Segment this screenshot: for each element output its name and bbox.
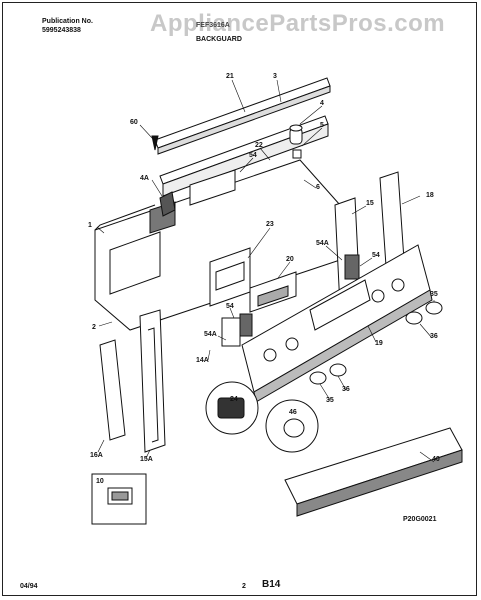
footer-page: B14: [262, 579, 281, 590]
leader-lines: [96, 79, 435, 463]
right-switch: [344, 254, 360, 280]
callout-36-right: 36: [430, 333, 438, 340]
footer-page-prefix: 2: [242, 583, 246, 590]
callout-54a-left: 54A: [204, 331, 217, 338]
callout-36-mid: 36: [342, 386, 350, 393]
end-cap-part: [159, 191, 176, 217]
left-side-bracket: [139, 309, 166, 453]
callout-5: 5: [320, 122, 324, 129]
callout-54-mid: 54: [372, 252, 380, 259]
callout-35-mid: 35: [326, 397, 334, 404]
publication-label: Publication No.: [42, 18, 93, 25]
rear-panel: [94, 159, 341, 331]
knobs: [309, 301, 443, 385]
knob-detail-circle: [265, 399, 319, 453]
callout-4: 4: [320, 100, 324, 107]
page-border: [2, 2, 477, 596]
left-switch: [221, 313, 253, 347]
callout-18: 18: [426, 192, 434, 199]
callout-6: 6: [316, 184, 320, 191]
bottom-trim-strip: [284, 427, 463, 517]
callout-46: 46: [289, 409, 297, 416]
callout-10: 10: [96, 478, 104, 485]
callout-54-left: 54: [226, 303, 234, 310]
callout-23: 23: [266, 221, 274, 228]
callout-24: 24: [230, 396, 238, 403]
screw-part: [151, 135, 159, 151]
callout-1: 1: [88, 222, 92, 229]
publication-number: 5995243838: [42, 27, 81, 34]
callout-15a: 15A: [140, 456, 153, 463]
callout-14a: 14A: [196, 357, 209, 364]
top-trim-strip: [154, 77, 331, 155]
model-number: FEF3616A: [196, 22, 230, 29]
callout-3: 3: [273, 73, 277, 80]
control-board: [249, 271, 297, 313]
callout-21: 21: [226, 73, 234, 80]
callout-35-right: 35: [430, 291, 438, 298]
diagram-code: P20G0021: [403, 516, 437, 523]
right-side-bracket: [379, 171, 405, 267]
left-trim-piece: [99, 339, 126, 441]
callout-20: 20: [286, 256, 294, 263]
callout-54-top: 54: [249, 152, 257, 159]
clip-parts: [289, 124, 303, 159]
watermark: AppliancePartsPros.com: [150, 10, 446, 37]
callout-54a-right: 54A: [316, 240, 329, 247]
callout-4a: 4A: [140, 175, 149, 182]
callout-2: 2: [92, 324, 96, 331]
inset-part-box: [91, 473, 147, 525]
control-panel: [241, 244, 433, 403]
footer-date: 04/94: [20, 583, 38, 590]
callout-15: 15: [366, 200, 374, 207]
callout-60: 60: [130, 119, 138, 126]
callout-16a: 16A: [90, 452, 103, 459]
bracket-strip: [159, 115, 329, 197]
callout-19: 19: [375, 340, 383, 347]
section-title: BACKGUARD: [196, 36, 242, 43]
callout-22: 22: [255, 142, 263, 149]
switch-detail-circle: [205, 381, 259, 435]
callout-40: 40: [432, 456, 440, 463]
